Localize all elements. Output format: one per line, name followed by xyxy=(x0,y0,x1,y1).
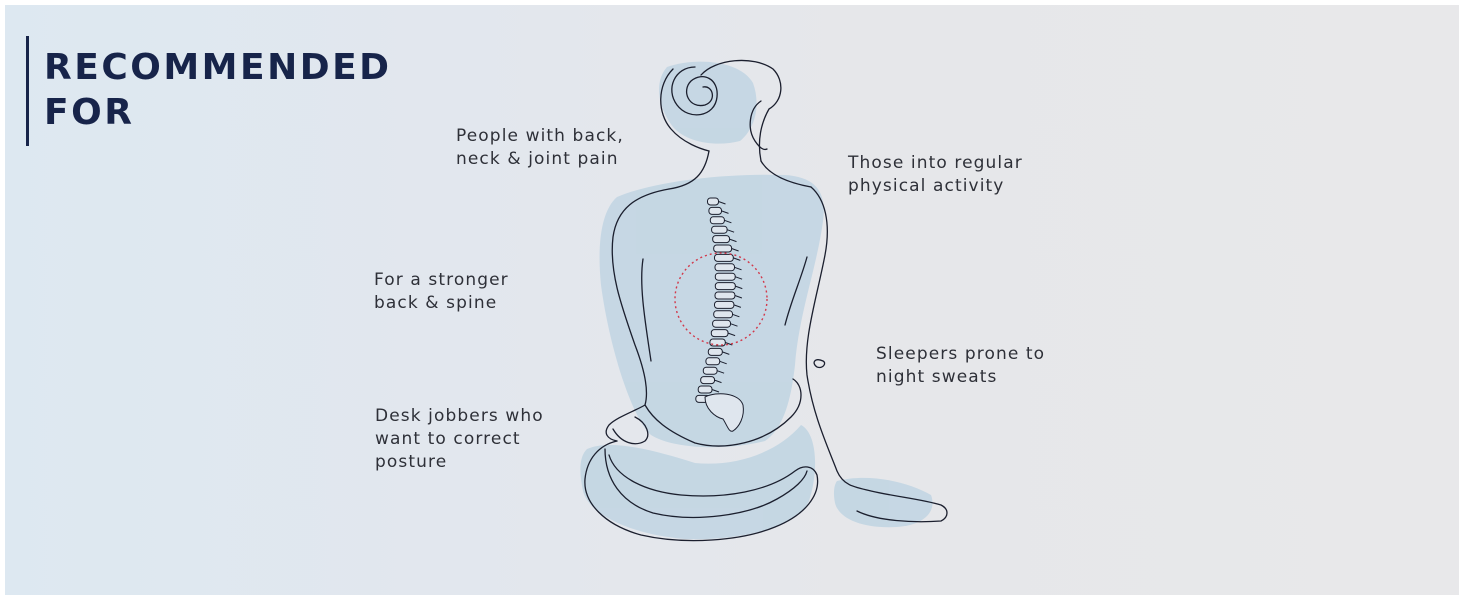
seated-woman-spine-illustration xyxy=(580,59,948,542)
left-shoulder-arm-outline xyxy=(605,188,670,442)
vertebra-process xyxy=(734,266,742,271)
recommended-for-panel: RECOMMENDED FOR People with back, neck xyxy=(5,5,1459,595)
back-fill xyxy=(599,174,824,448)
benefit-line: back & spine xyxy=(374,293,498,313)
vertebra xyxy=(710,329,729,338)
head-fill xyxy=(659,61,757,144)
vertebra-process xyxy=(722,351,730,355)
vertebra xyxy=(700,376,716,385)
sacrum xyxy=(704,393,744,432)
benefit-line: Sleepers prone to xyxy=(876,344,1046,364)
vertebra xyxy=(711,225,728,234)
head-outline xyxy=(660,59,782,162)
vertebra xyxy=(713,310,734,319)
vertebra-process xyxy=(711,389,720,393)
heading-line-2: FOR xyxy=(44,92,135,133)
vertebra-process xyxy=(731,248,739,252)
vertebra-process xyxy=(733,257,741,261)
vertebra-process xyxy=(721,210,729,214)
vertebra-process xyxy=(735,285,743,290)
vertebra-process xyxy=(730,323,738,327)
hand-fill xyxy=(833,477,933,528)
neck-outline xyxy=(668,150,812,190)
vertebra xyxy=(707,197,719,206)
vertebra-process xyxy=(714,379,722,384)
benefit-line: For a stronger xyxy=(374,270,509,290)
vertebra xyxy=(708,206,723,215)
heading-line-1: RECOMMENDED xyxy=(44,47,392,88)
benefit-night-sweats: Sleepers prone to night sweats xyxy=(876,343,1045,389)
waist-outline xyxy=(644,378,802,447)
right-arm-inner-outline xyxy=(784,256,826,369)
right-shoulder-arm-outline xyxy=(805,186,948,523)
legs-inner-outline xyxy=(604,448,808,519)
vertebra xyxy=(697,385,713,394)
vertebra xyxy=(713,244,733,253)
vertebra xyxy=(714,272,736,281)
vertebra xyxy=(714,263,735,272)
vertebra-process xyxy=(726,229,735,233)
benefit-back-neck-joint-pain: People with back, neck & joint pain xyxy=(456,125,624,171)
vertebra xyxy=(712,235,731,244)
benefit-line: Desk jobbers who xyxy=(375,406,544,426)
vertebra-process xyxy=(733,304,742,308)
vertebra-process xyxy=(716,370,725,374)
vertebra-process xyxy=(734,276,743,280)
benefit-line: neck & joint pain xyxy=(456,149,619,169)
vertebra xyxy=(702,366,718,375)
ear-outline xyxy=(749,100,768,151)
heading-accent-bar xyxy=(26,36,29,146)
vertebra xyxy=(714,291,736,300)
benefit-physical-activity: Those into regular physical activity xyxy=(848,152,1023,198)
benefit-line: night sweats xyxy=(876,367,998,387)
benefit-line: posture xyxy=(375,452,448,472)
vertebra xyxy=(712,319,731,328)
benefit-stronger-back: For a stronger back & spine xyxy=(374,269,509,315)
vertebra xyxy=(709,216,725,225)
benefit-line: People with back, xyxy=(456,126,624,146)
benefit-line: physical activity xyxy=(848,176,1005,196)
vertebra-process xyxy=(729,238,737,243)
vertebra-process xyxy=(719,360,727,365)
figure-outline xyxy=(584,59,948,542)
section-heading: RECOMMENDED FOR xyxy=(44,45,392,135)
vertebra xyxy=(714,282,736,291)
benefit-desk-jobbers: Desk jobbers who want to correct posture xyxy=(375,405,544,474)
vertebra-process xyxy=(724,219,732,224)
legs-outline xyxy=(584,440,819,542)
vertebra xyxy=(714,253,734,262)
vertebra-process xyxy=(718,201,726,205)
focus-circle xyxy=(674,252,768,346)
benefit-line: want to correct xyxy=(375,429,521,449)
spine-illustration xyxy=(695,197,744,432)
benefit-line: Those into regular xyxy=(848,153,1023,173)
vertebra-process xyxy=(732,313,740,318)
left-arm-inner-outline xyxy=(612,258,652,445)
hair-bun-outline xyxy=(671,66,718,116)
vertebra xyxy=(707,347,723,356)
vertebra xyxy=(714,300,735,309)
lap-fill xyxy=(580,425,816,540)
vertebra-process xyxy=(734,295,743,299)
vertebra-process xyxy=(725,342,733,346)
vertebra xyxy=(705,357,721,366)
silhouette-fill xyxy=(580,61,933,540)
vertebra-process xyxy=(727,332,736,337)
